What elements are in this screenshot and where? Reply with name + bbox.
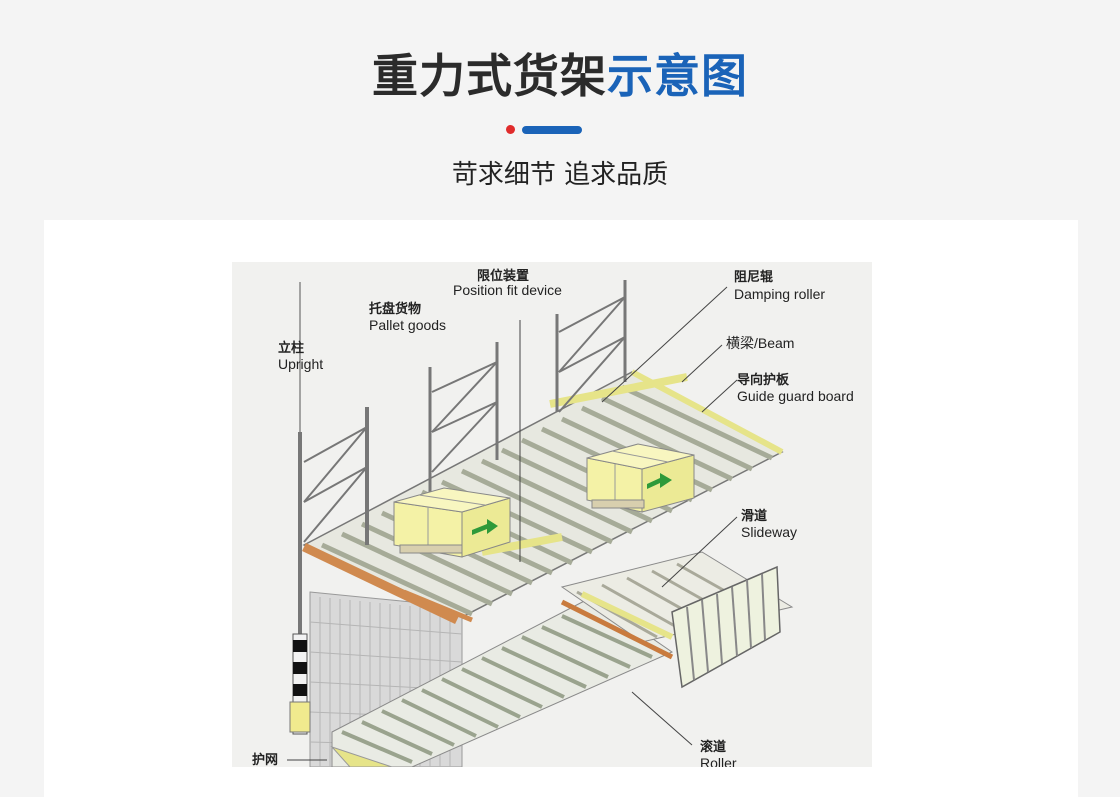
pallet-label-cn: 托盘货物 — [369, 301, 421, 316]
upright-label-en: Upright — [278, 356, 323, 372]
beam-label: 横梁/Beam — [726, 335, 794, 351]
guard-fence — [671, 565, 781, 689]
roller-label-cn: 滚道 — [700, 739, 726, 754]
leader-lines — [287, 286, 738, 761]
page-subtitle: 苛求细节 追求品质 — [451, 160, 669, 190]
gravity-rack-diagram: 立柱 Upright 托盘货物 Pallet goods 限位装置 Positi… — [232, 262, 872, 767]
lower-roller-lane — [330, 596, 674, 767]
title-dark-part: 重力式货架 — [372, 49, 607, 103]
upper-deck — [302, 369, 784, 625]
accent-bar — [522, 126, 582, 134]
striped-upright-base — [289, 633, 311, 735]
pallet-label-en: Pallet goods — [369, 317, 446, 333]
position-label-cn: 限位装置 — [477, 268, 529, 283]
net-label-cn: 护网 — [252, 752, 278, 767]
damping-label-en: Damping roller — [734, 286, 825, 302]
upright-label-cn: 立柱 — [278, 340, 304, 355]
page-title: 重力式货架示意图 — [0, 46, 1120, 106]
title-blue-part: 示意图 — [607, 49, 748, 103]
accent-dot — [506, 125, 515, 134]
roller-label-en: Roller — [700, 755, 737, 767]
damping-label-cn: 阻尼辊 — [734, 269, 773, 284]
slideway-label-en: Slideway — [741, 524, 797, 540]
slideway-label-cn: 滑道 — [741, 508, 767, 523]
pallet-goods-left — [393, 487, 511, 558]
position-label-en: Position fit device — [453, 282, 562, 298]
pallet-goods-right — [586, 443, 695, 513]
diagram-svg: 立柱 Upright 托盘货物 Pallet goods 限位装置 Positi… — [252, 268, 854, 767]
guide-label-en: Guide guard board — [737, 388, 854, 404]
guide-label-cn: 导向护板 — [737, 372, 790, 387]
